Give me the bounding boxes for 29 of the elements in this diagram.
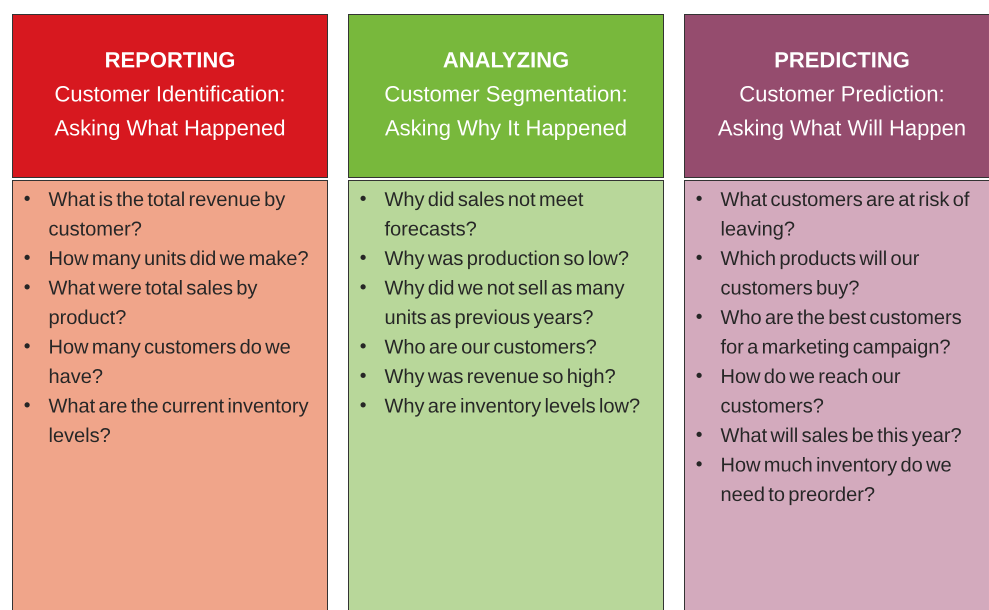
header-box: [684, 14, 989, 178]
bullet-item: How many customers do we have?: [24, 339, 290, 384]
subheading: Customer Identification: Asking What Happened: [54, 85, 284, 140]
heading: ANALYZING: [443, 52, 568, 68]
bullet-item: Why did we not sell as many units as previous years?: [360, 280, 624, 328]
bullet-item: Why was production so low?: [360, 250, 628, 270]
subheading: Customer Segmentation: Asking Why It Happened: [384, 85, 626, 140]
question-panel: [348, 180, 664, 610]
bullet-item: How do we reach our customers?: [696, 368, 900, 413]
bullet-item: How much inventory do we need to preorder?: [696, 457, 951, 506]
header-box: [12, 14, 328, 178]
bullet-item: What customers are at risk of leaving?: [696, 192, 970, 240]
bullet-item: Who are the best customers for a marketing campaign?: [696, 310, 961, 358]
question-panel: [12, 180, 328, 610]
subheading: Customer Prediction: Asking What Will Happen: [718, 85, 965, 140]
question-panel: [684, 180, 989, 610]
bullet-item: Why are inventory levels low?: [360, 398, 640, 417]
header-box: [348, 14, 664, 178]
bullet-item: What is the total revenue by customer?: [24, 192, 286, 236]
bullet-item: What are the current inventory levels?: [24, 398, 309, 442]
bullet-item: Who are our customers?: [360, 339, 596, 354]
bullet-item: Why was revenue so high?: [360, 368, 615, 388]
bullet-item: What were total sales by product?: [24, 280, 258, 328]
heading: PREDICTING: [776, 52, 908, 68]
bullet-item: How many units did we make?: [24, 250, 308, 270]
bullet-item: What will sales be this year?: [696, 428, 961, 446]
heading: REPORTING: [106, 52, 234, 68]
bullet-item: Why did sales not meet forecasts?: [360, 192, 584, 236]
bullet-item: Which products will our customers buy?: [696, 250, 920, 299]
